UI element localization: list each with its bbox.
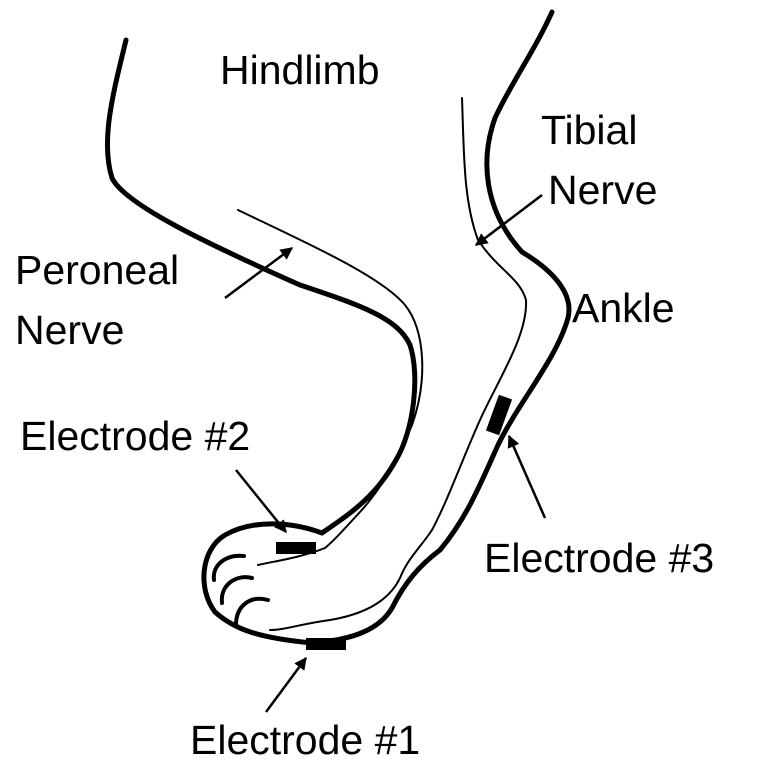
- electrode-3-label: Electrode #3: [484, 533, 714, 583]
- ankle-label: Ankle: [572, 283, 675, 333]
- peroneal-nerve-label-line2: Nerve: [15, 305, 124, 355]
- paw-toe-2: [222, 577, 252, 603]
- electrode-1-arrow: [266, 658, 306, 712]
- electrode-2-pad: [276, 542, 316, 554]
- hindlimb-label: Hindlimb: [220, 45, 380, 95]
- electrode-2-label: Electrode #2: [20, 411, 250, 461]
- electrode-1-pad: [306, 638, 346, 650]
- electrode-1-label: Electrode #1: [190, 715, 420, 765]
- peroneal-nerve-label-line1: Peroneal: [15, 245, 179, 295]
- tibial-nerve-label-line1: Tibial: [541, 105, 637, 155]
- peroneal-nerve: [238, 210, 422, 565]
- paw-toe-3: [236, 599, 268, 625]
- electrode-3-arrow: [509, 436, 545, 518]
- tibial-nerve-label-line2: Nerve: [548, 165, 657, 215]
